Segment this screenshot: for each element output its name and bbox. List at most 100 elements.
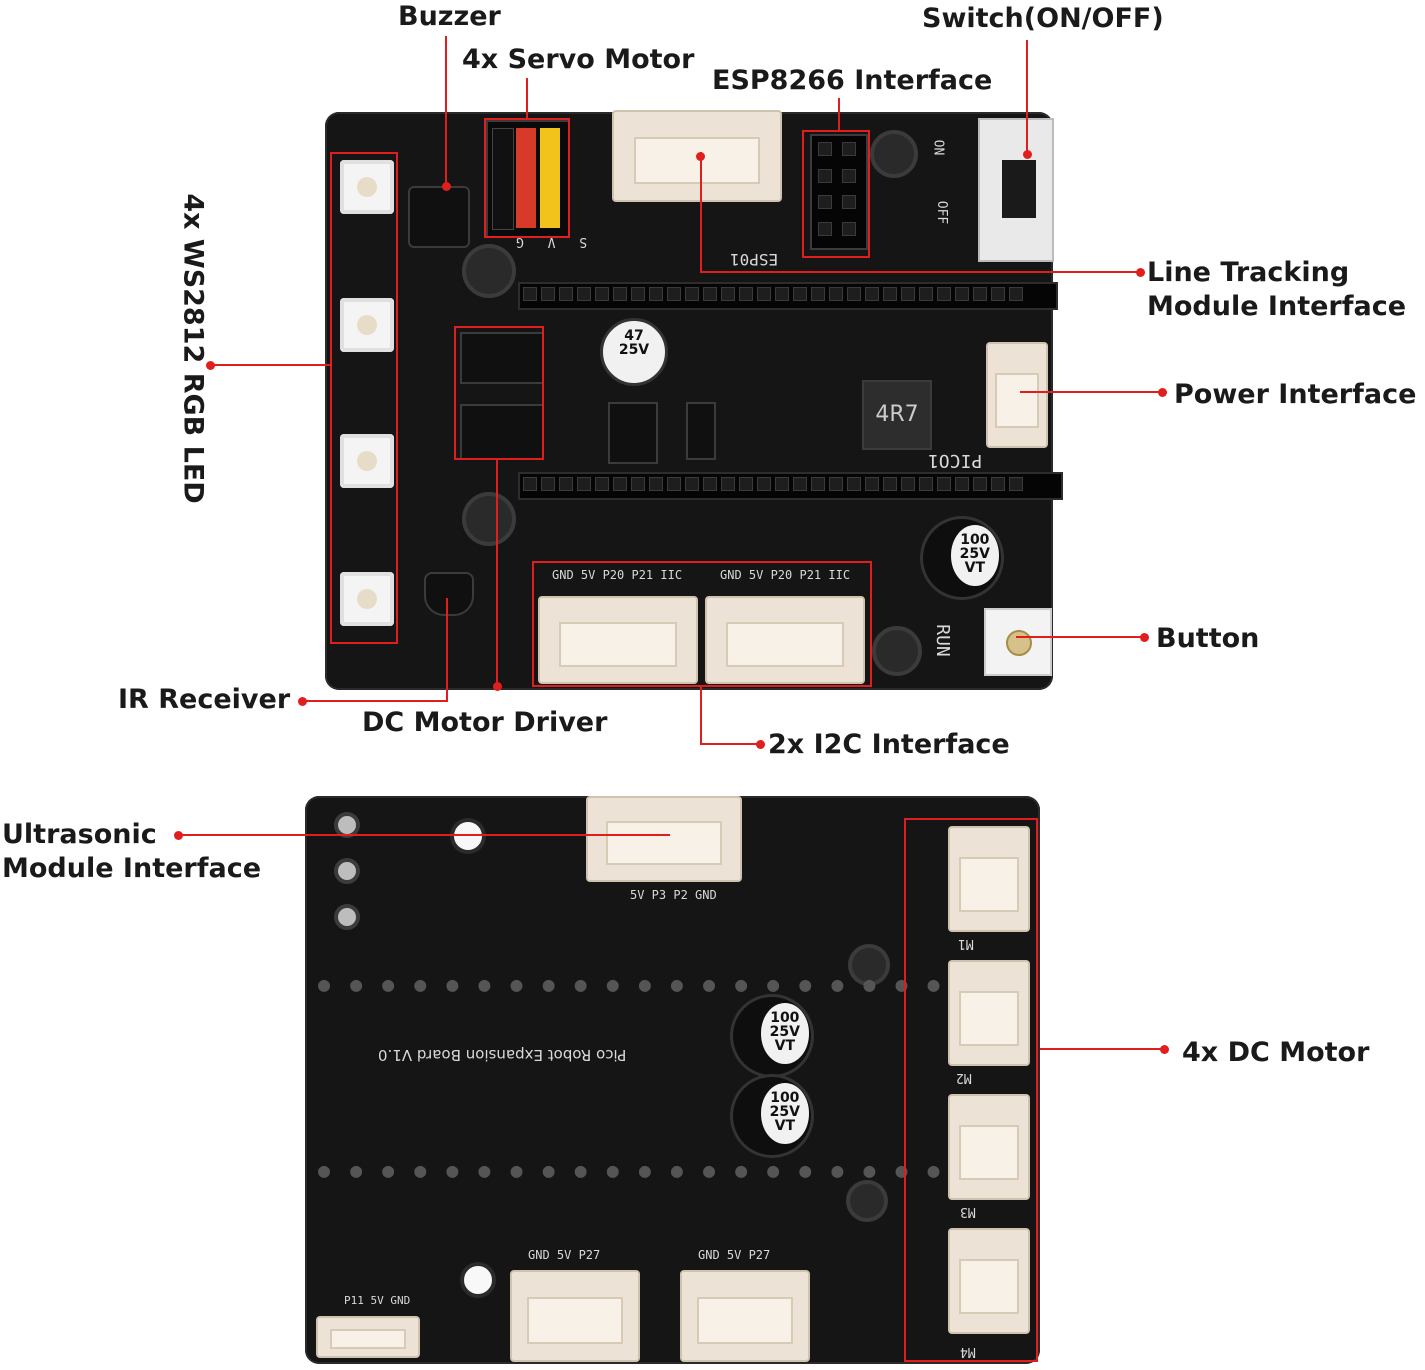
- dot-switch: [1023, 150, 1032, 159]
- leader-ultrasonic: [178, 834, 670, 836]
- buzzer: [408, 186, 470, 248]
- cap-vt: VT: [964, 560, 986, 576]
- slide-switch: [978, 118, 1054, 262]
- cap-25v: 25V: [769, 1104, 800, 1120]
- label-ultrasonic-2: Module Interface: [2, 853, 262, 884]
- leader-dc-driver: [496, 458, 498, 686]
- rgb-led-1: [340, 160, 394, 214]
- highlight-dc-motors: [904, 818, 1038, 1362]
- pico-header-bottom: [518, 472, 1063, 500]
- cap-100: 100: [770, 1090, 800, 1106]
- highlight-ws2812: [330, 152, 398, 644]
- leader-esp8266: [838, 98, 840, 130]
- p27-connector-1: [510, 1270, 640, 1362]
- dot-i2c: [756, 740, 765, 749]
- cap-25v: 25V: [959, 546, 990, 562]
- mount-hole: [870, 130, 918, 178]
- label-esp8266: ESP8266 Interface: [712, 65, 993, 96]
- inductor: 4R7: [862, 380, 932, 450]
- dot-ir: [298, 697, 307, 706]
- rgb-led-3: [340, 434, 394, 488]
- leader-ir-h: [302, 700, 448, 702]
- i2c-pin-labels-1: GND 5V P20 P21 IIC: [552, 568, 683, 582]
- highlight-i2c: [532, 561, 872, 687]
- leader-switch: [1026, 40, 1028, 154]
- cap-vt: VT: [774, 1118, 796, 1134]
- cap-100: 100: [960, 532, 990, 548]
- dc-motor-connector-m3: [948, 1094, 1030, 1200]
- esp-label: ESP01: [730, 250, 779, 269]
- label-dc-driver: DC Motor Driver: [362, 707, 608, 738]
- mount-hole: [872, 626, 922, 676]
- label-ws2812: 4x WS2812 RGB LED: [177, 193, 209, 504]
- rgb-led-4: [340, 572, 394, 626]
- switch-on-text: ON: [930, 139, 946, 156]
- dc-motor-connector-m1: [948, 826, 1030, 932]
- i2c-connector-2: [705, 596, 865, 684]
- label-switch: Switch(ON/OFF): [922, 3, 1164, 34]
- screw: [334, 858, 360, 884]
- leader-button: [1016, 636, 1144, 638]
- p11-labels: P11 5V GND: [344, 1294, 411, 1307]
- mount-hole: [846, 1180, 888, 1222]
- highlight-motor-driver: [454, 326, 544, 460]
- screw: [334, 904, 360, 930]
- leader-buzzer: [445, 36, 447, 186]
- board-name: Pico Robot Expansion Board V1.0: [378, 1046, 627, 1064]
- label-power: Power Interface: [1174, 379, 1417, 410]
- power-connector: [986, 342, 1048, 448]
- dot-buzzer: [442, 182, 451, 191]
- leader-i2c-v: [700, 686, 702, 744]
- label-servo: 4x Servo Motor: [462, 44, 695, 75]
- highlight-esp: [802, 130, 870, 258]
- i2c-connector-1: [538, 596, 698, 684]
- mount-hole: [460, 1262, 496, 1298]
- capacitor-100uf: 100 25V VT: [730, 994, 814, 1078]
- mount-hole: [450, 818, 486, 854]
- voltage-regulator: [608, 402, 658, 464]
- cap-25v: 25V: [769, 1024, 800, 1040]
- run-label: RUN: [931, 624, 953, 657]
- switch-off-text: OFF: [934, 200, 950, 225]
- p27-connector-2: [680, 1270, 810, 1362]
- run-button: [984, 608, 1052, 676]
- p27-labels-1: GND 5V P27: [528, 1248, 601, 1262]
- bottom-board: [305, 796, 1040, 1364]
- label-ir: IR Receiver: [118, 684, 291, 715]
- dot-ultrasonic: [174, 831, 183, 840]
- cap-100: 100: [770, 1010, 800, 1026]
- cap-value: 47: [624, 328, 644, 344]
- pico-label: PICO1: [928, 450, 983, 471]
- diode: [686, 402, 716, 460]
- dot-line-tracking: [1136, 268, 1145, 277]
- ultrasonic-connector: [586, 796, 742, 882]
- motor-driver-chip-2: [460, 404, 544, 460]
- cap-vt: VT: [774, 1038, 796, 1054]
- servo-header: [486, 120, 570, 238]
- leader-ir-v: [446, 598, 448, 702]
- leader-ws2812: [210, 364, 330, 366]
- ir-receiver: [424, 572, 474, 616]
- label-ultrasonic-1: Ultrasonic: [2, 819, 157, 850]
- pin-row-bottom: ● ● ● ● ● ● ● ● ● ● ● ● ● ● ● ● ● ● ● ●: [318, 1158, 944, 1182]
- esp8266-header: [810, 134, 868, 250]
- pico-header-top: [518, 282, 1058, 310]
- capacitor-47uf: 47 25V: [600, 318, 668, 386]
- label-line-tracking-2: Module Interface: [1147, 291, 1407, 322]
- leader-dc-motor: [1040, 1048, 1164, 1050]
- capacitor-100uf: 100 25V VT: [920, 516, 1004, 600]
- leader-i2c-h: [700, 743, 760, 745]
- label-button: Button: [1156, 623, 1260, 654]
- leader-servo: [526, 78, 528, 120]
- p11-connector: [316, 1316, 420, 1358]
- label-buzzer: Buzzer: [398, 1, 501, 32]
- dot-power: [1158, 388, 1167, 397]
- label-i2c: 2x I2C Interface: [768, 729, 1010, 760]
- label-line-tracking-1: Line Tracking: [1147, 257, 1350, 288]
- capacitor-100uf: 100 25V VT: [730, 1074, 814, 1158]
- highlight-line-tracking: [700, 152, 702, 272]
- screw: [334, 812, 360, 838]
- mount-hole: [462, 492, 516, 546]
- label-dc-motor: 4x DC Motor: [1182, 1037, 1370, 1068]
- dc-motor-connector-m2: [948, 960, 1030, 1066]
